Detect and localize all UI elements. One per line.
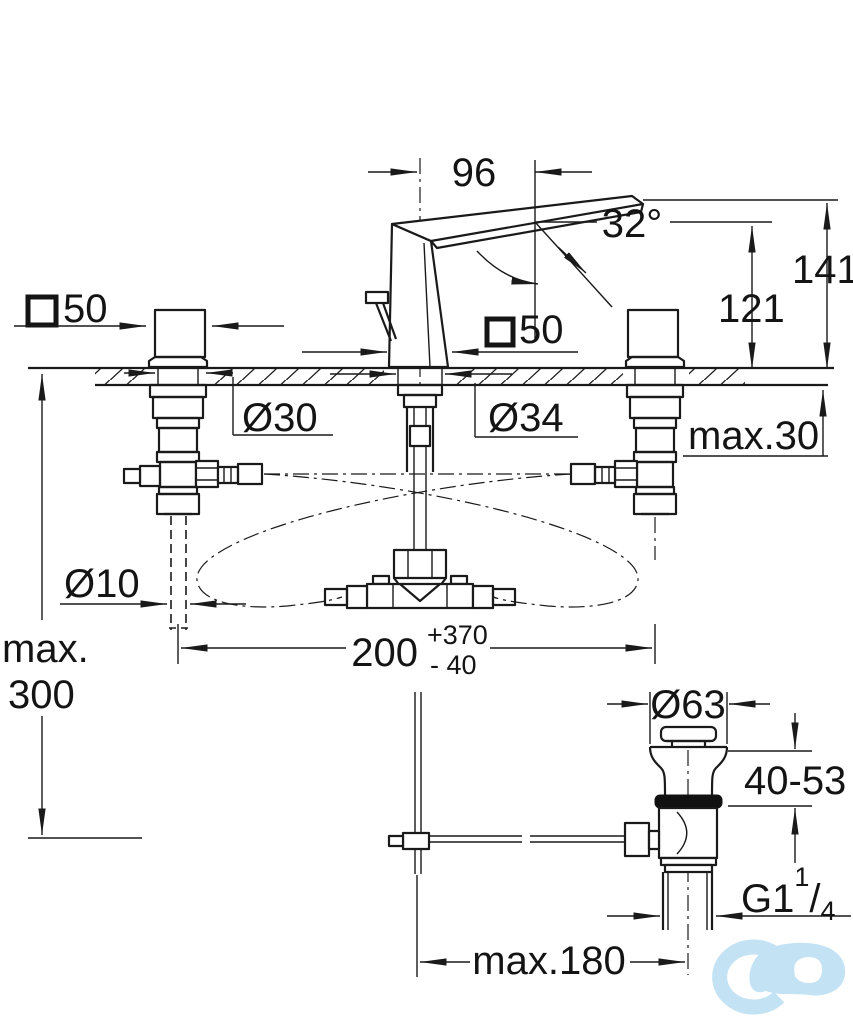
dimension-121: 121	[718, 226, 785, 369]
dimension-96: 96	[368, 151, 592, 340]
dim-max180-label: max.180	[472, 939, 625, 983]
tailpiece	[661, 872, 714, 930]
popup-plug	[659, 725, 718, 743]
dim-121-label: 121	[718, 287, 785, 331]
right-valve	[569, 308, 686, 516]
dimension-dia30: Ø30	[124, 369, 333, 440]
dimension-max30: max.30	[683, 390, 828, 458]
dimension-dia63: Ø63	[607, 683, 770, 744]
outlet-pipe-dashed	[170, 516, 187, 630]
left-valve-outlet-stub	[138, 464, 162, 488]
popup-rod-knob	[364, 290, 390, 305]
dimension-200: 200 +370 - 40	[177, 620, 656, 680]
dim-200-tol-minus: - 40	[430, 650, 477, 680]
dim-dia63-label: Ø63	[650, 683, 726, 727]
square-symbol-icon	[25, 294, 59, 328]
dim-max300-label-line1: max.	[2, 627, 89, 671]
countertop	[28, 366, 834, 387]
dim-141-label: 141	[792, 248, 853, 292]
dimension-square50-left: 50	[14, 287, 284, 331]
dimension-thread-g114: G11/4	[607, 862, 851, 926]
dimension-max180: max.180	[416, 875, 685, 983]
dim-dia34-label: Ø34	[488, 396, 564, 440]
drain-assembly	[623, 725, 729, 975]
dimension-32deg: 32°	[476, 202, 772, 308]
dimension-dia10: Ø10	[60, 562, 246, 608]
dim-max300-label-line2: 300	[8, 673, 75, 717]
dimension-40-53: 40-53	[728, 713, 846, 863]
dim-40-53-label: 40-53	[744, 759, 846, 803]
dim-max30-label: max.30	[688, 414, 819, 458]
rod-clamp-knob	[623, 821, 651, 858]
dim-square50-left-label: 50	[63, 287, 108, 331]
left-valve	[122, 308, 264, 630]
dim-square50-center-label: 50	[519, 308, 564, 352]
rubber-seal	[654, 794, 723, 809]
dim-dia30-label: Ø30	[242, 396, 318, 440]
dim-dia10-label: Ø10	[64, 562, 140, 606]
center-faucet	[364, 158, 645, 385]
dim-96-label: 96	[452, 151, 497, 195]
waste-body	[657, 806, 719, 860]
square-symbol-icon	[484, 316, 516, 348]
dimension-dia34: Ø34	[330, 370, 578, 440]
connection-hoses	[196, 473, 639, 608]
dim-200-tol-plus: +370	[427, 620, 488, 650]
dimension-141: 141	[643, 199, 853, 369]
spout-shank-and-tee	[323, 383, 517, 610]
dim-thread-label: G11/4	[741, 862, 836, 926]
dim-200-label: 200	[351, 631, 418, 675]
store-watermark-logo	[712, 939, 846, 1015]
dim-angle-label: 32°	[602, 202, 663, 246]
dimension-max300: max. 300	[2, 374, 142, 839]
dimension-square50-center: 50	[302, 308, 578, 356]
popup-rod-linkage	[387, 692, 625, 874]
